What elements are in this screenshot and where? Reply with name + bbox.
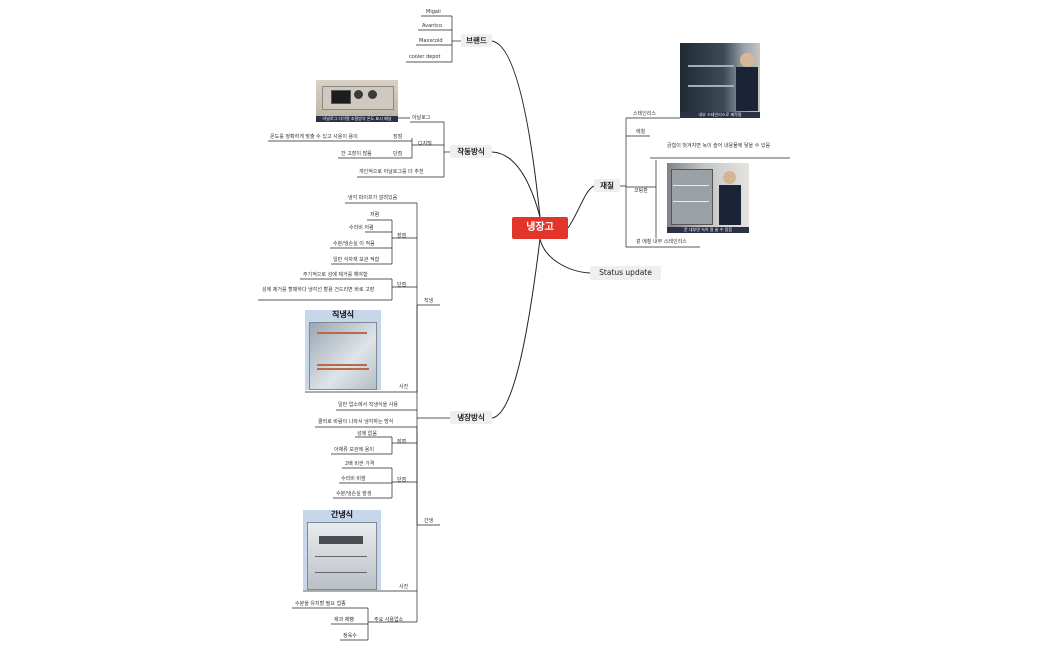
indirect-con-label[interactable]: 단점 xyxy=(397,477,407,483)
branch-operation[interactable]: 작동방식 xyxy=(450,145,492,158)
material-stainless[interactable]: 스테인리스 xyxy=(633,111,657,117)
analog-panel-photo: 아날로그 다이얼 조절방식 온도 표시 패널 xyxy=(316,80,398,122)
indirect-fan[interactable]: 쿨러로 바람이 나와서 냉각하는 방식 xyxy=(318,419,394,425)
material-recommend[interactable]: 겉 에칠 내부 스테인리스 xyxy=(636,239,687,245)
direct-pro-item[interactable]: 수리비 저렴 xyxy=(349,225,374,231)
branch-brand[interactable]: 브랜드 xyxy=(461,34,492,47)
indirect-pro-label[interactable]: 장점 xyxy=(397,439,407,445)
direct-con-label[interactable]: 단점 xyxy=(397,282,407,288)
analog-photo-caption: 아날로그 다이얼 조절방식 온도 표시 패널 xyxy=(316,116,398,122)
direct-pro-label[interactable]: 장점 xyxy=(397,233,407,239)
direct-con-item[interactable]: 주기적으로 성에 제거를 해야함 xyxy=(303,272,368,278)
indirect-pro-item[interactable]: 성에 없음 xyxy=(357,431,377,437)
digital-pro-text[interactable]: 온도를 정확하게 맞출 수 있고 사용이 용이 xyxy=(270,134,358,140)
status-update-node[interactable]: Status update xyxy=(590,266,661,280)
coated-photo: 문 내부면 녹이 잘 슬 수 있음 xyxy=(667,163,749,233)
branch-material[interactable]: 재질 xyxy=(594,179,620,192)
indirect-usage-item[interactable]: 정육수 xyxy=(343,633,357,639)
material-paint-note[interactable]: 긁힘이 벗겨지면 녹이 슬어 내용물에 닿을 수 있음 xyxy=(667,143,771,149)
brand-item[interactable]: Maxxcold xyxy=(419,38,443,44)
operation-recommend[interactable]: 개인적으로 아날로그를 더 추천 xyxy=(359,169,424,175)
stainless-photo-caption: 내부 스테인리스로 제작됨 xyxy=(680,112,760,118)
indirect-con-item[interactable]: 2배 비싼 가격 xyxy=(345,461,375,467)
indirect-label[interactable]: 간냉 xyxy=(424,518,434,524)
indirect-photo-label[interactable]: 사진 xyxy=(399,584,409,590)
digital-con-label[interactable]: 단점 xyxy=(393,151,403,157)
indirect-photo-title: 간냉식 xyxy=(330,510,354,519)
direct-pipe[interactable]: 냉각 파이프가 깔려있음 xyxy=(348,195,398,201)
direct-usage[interactable]: 일반 업소에서 직냉식을 사용 xyxy=(338,402,398,408)
indirect-con-item[interactable]: 수리비 비쌈 xyxy=(341,476,366,482)
direct-photo-title: 직냉식 xyxy=(331,310,355,319)
direct-pro-item[interactable]: 일반 식자재 보관 적합 xyxy=(333,257,380,263)
indirect-cooling-photo: 간냉식 xyxy=(303,510,381,590)
brand-item[interactable]: cooler depot xyxy=(409,54,441,60)
indirect-usage-label[interactable]: 주요 사용업소 xyxy=(374,617,404,623)
digital-pro-label[interactable]: 장점 xyxy=(393,134,403,140)
indirect-usage-item[interactable]: 수분을 유지할 필요 업종 xyxy=(295,601,346,607)
indirect-pro-item[interactable]: 아채류 보관에 용이 xyxy=(334,447,374,453)
coated-photo-caption: 문 내부면 녹이 잘 슬 수 있음 xyxy=(667,227,749,233)
direct-label[interactable]: 직냉 xyxy=(424,298,434,304)
direct-photo-label[interactable]: 사진 xyxy=(399,384,409,390)
central-topic[interactable]: 냉장고 xyxy=(512,217,568,239)
brand-item[interactable]: Migali xyxy=(426,9,441,15)
direct-cooling-photo: 직냉식 xyxy=(305,310,381,390)
branch-cooling[interactable]: 냉장방식 xyxy=(450,411,492,424)
stainless-photo: 내부 스테인리스로 제작됨 xyxy=(680,43,760,118)
direct-pro-item[interactable]: 저렴 xyxy=(370,212,380,218)
analog-label[interactable]: 아날로그 xyxy=(412,115,431,121)
material-paint[interactable]: 에칠 xyxy=(636,129,646,135)
indirect-usage-item[interactable]: 제과 제빵 xyxy=(334,617,354,623)
indirect-con-item[interactable]: 수분/냉손실 발생 xyxy=(336,491,372,497)
digital-label[interactable]: 디지털 xyxy=(418,141,432,147)
brand-item[interactable]: Avantco xyxy=(422,23,443,29)
material-coated[interactable]: 코팅판 xyxy=(634,188,648,194)
digital-con-text[interactable]: 잔 고장이 많음 xyxy=(341,151,372,157)
direct-pro-item[interactable]: 수분/냉손실 이 적음 xyxy=(333,241,375,247)
direct-con-item[interactable]: 성에 제거를 할때하다 냉각선 할용 건드리면 바로 고장 xyxy=(262,287,375,293)
